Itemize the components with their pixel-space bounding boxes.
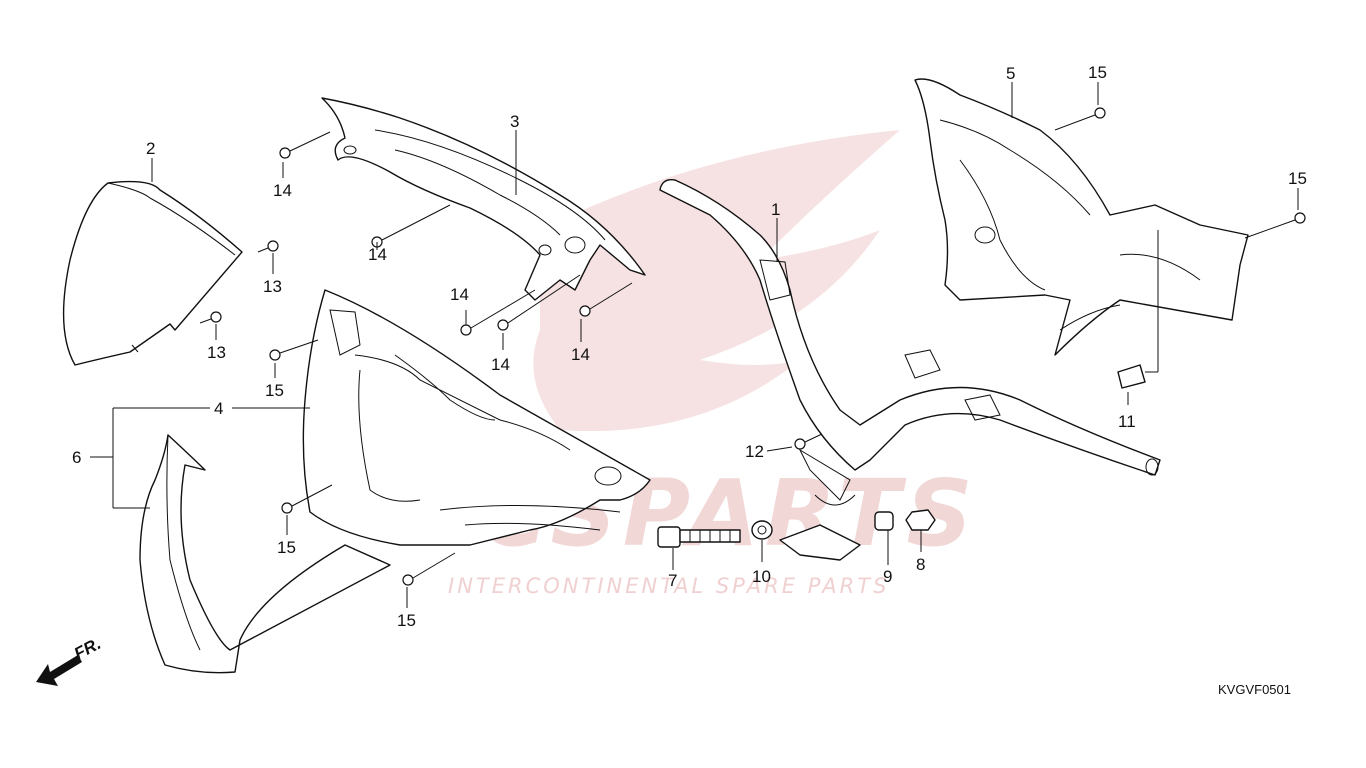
screw-14-c: [460, 289, 536, 336]
front-direction-indicator: FR.: [36, 634, 104, 686]
screw-14-a: [279, 131, 331, 159]
screw-15-c: [402, 552, 456, 586]
callout-15-e: 15: [1288, 169, 1307, 188]
screw-14-b: [371, 204, 451, 248]
watermark: ICSPARTS INTERCONTINENTAL SPARE PARTS: [440, 130, 973, 598]
screw-12: [794, 433, 823, 450]
callout-6: 6: [72, 448, 81, 467]
part-11-clip: [1117, 364, 1146, 389]
callout-15-b: 15: [277, 538, 296, 557]
screw-15-e: [1244, 212, 1306, 239]
callout-15-d: 15: [1088, 63, 1107, 82]
part-7-bolt: [657, 526, 741, 548]
callout-13-upper: 13: [263, 277, 282, 296]
front-arrow-icon: [36, 655, 82, 686]
callout-1: 1: [771, 200, 780, 219]
diagram-code: KVGVF0501: [1218, 682, 1291, 697]
part-5-rear-cover: [914, 78, 1249, 356]
callout-2: 2: [146, 139, 155, 158]
screw-15-b: [281, 484, 333, 514]
callout-7: 7: [668, 571, 677, 590]
callout-12: 12: [745, 442, 764, 461]
callout-10: 10: [752, 567, 771, 586]
part-2-front-cover: [62, 180, 243, 366]
callout-15-a: 15: [265, 381, 284, 400]
callout-3: 3: [510, 112, 519, 131]
screws: [199, 107, 1306, 586]
callout-8: 8: [916, 555, 925, 574]
screw-14-d: [497, 274, 581, 331]
screw-13-upper: [257, 240, 279, 253]
callout-14-b: 14: [368, 245, 387, 264]
callout-14-e: 14: [571, 345, 590, 364]
part-4-handle-front-cover: [302, 289, 651, 546]
callout-13-lower: 13: [207, 343, 226, 362]
screw-15-a: [269, 339, 319, 361]
callout-9: 9: [883, 567, 892, 586]
callout-5: 5: [1006, 64, 1015, 83]
watermark-tagline: INTERCONTINENTAL SPARE PARTS: [448, 574, 889, 598]
callout-14-d: 14: [491, 355, 510, 374]
part-10-washer: [751, 520, 773, 540]
watermark-wing-logo: [533, 130, 900, 432]
part-9-collar: [874, 511, 894, 531]
part-3-handle-cover-upper: [321, 97, 646, 301]
callout-14-c: 14: [450, 285, 469, 304]
callout-4: 4: [214, 399, 223, 418]
part-1-handlebar: [659, 179, 1161, 561]
part-8-nut: [905, 509, 936, 531]
leader-lines: [90, 82, 1299, 608]
callout-11: 11: [1118, 412, 1136, 431]
screw-13-lower: [199, 311, 222, 324]
screw-14-e: [579, 282, 633, 317]
callout-14-a: 14: [273, 181, 292, 200]
part-6-lower-front-cover: [139, 434, 391, 674]
screw-15-d: [1054, 107, 1106, 131]
callout-15-c: 15: [397, 611, 416, 630]
callouts: 1 2 3 4 5 6 7 8 9 10 11 12 13 13 14 14 1…: [72, 63, 1307, 630]
